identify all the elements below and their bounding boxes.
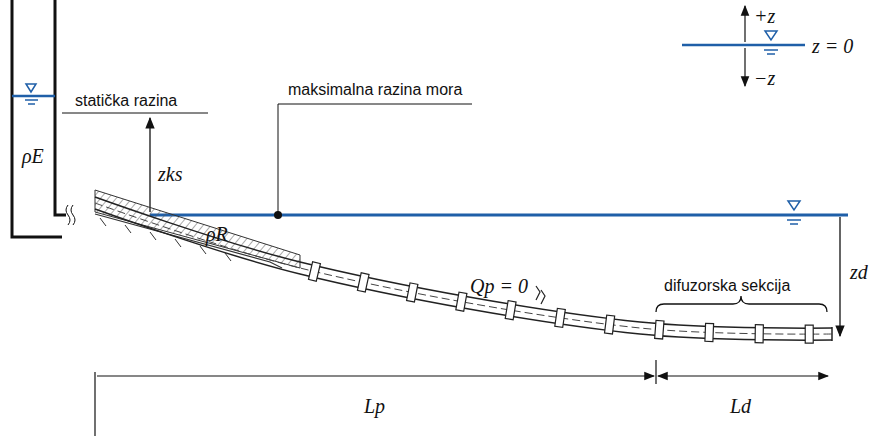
bracket <box>656 296 827 312</box>
flow-symbol: Qp = 0 <box>470 276 528 296</box>
length-symbol: Lp <box>364 396 385 416</box>
density-symbol: ρE <box>22 146 44 166</box>
leader-line <box>62 113 208 114</box>
leader-line <box>278 104 472 215</box>
axis-label: z = 0 <box>812 36 853 56</box>
depth-symbol: zd <box>850 262 868 282</box>
section-label: difuzorska sekcija <box>664 278 790 294</box>
level-label: statička razina <box>75 93 177 109</box>
seabed <box>95 190 300 268</box>
sea-level <box>150 214 848 217</box>
length-symbol: Ld <box>730 396 751 416</box>
depth-arrow <box>839 217 840 336</box>
pipeline <box>95 197 832 343</box>
axis-label: +z <box>754 6 775 26</box>
water-symbol <box>787 201 801 224</box>
tank <box>12 0 75 237</box>
level-label: maksimalna razina mora <box>288 82 462 98</box>
height-arrow <box>149 118 150 212</box>
axis-symbol <box>682 6 805 86</box>
density-symbol: ρR <box>206 224 228 244</box>
axis-label: −z <box>754 68 775 88</box>
height-symbol: zks <box>158 164 182 184</box>
dimension-lines <box>95 360 828 436</box>
